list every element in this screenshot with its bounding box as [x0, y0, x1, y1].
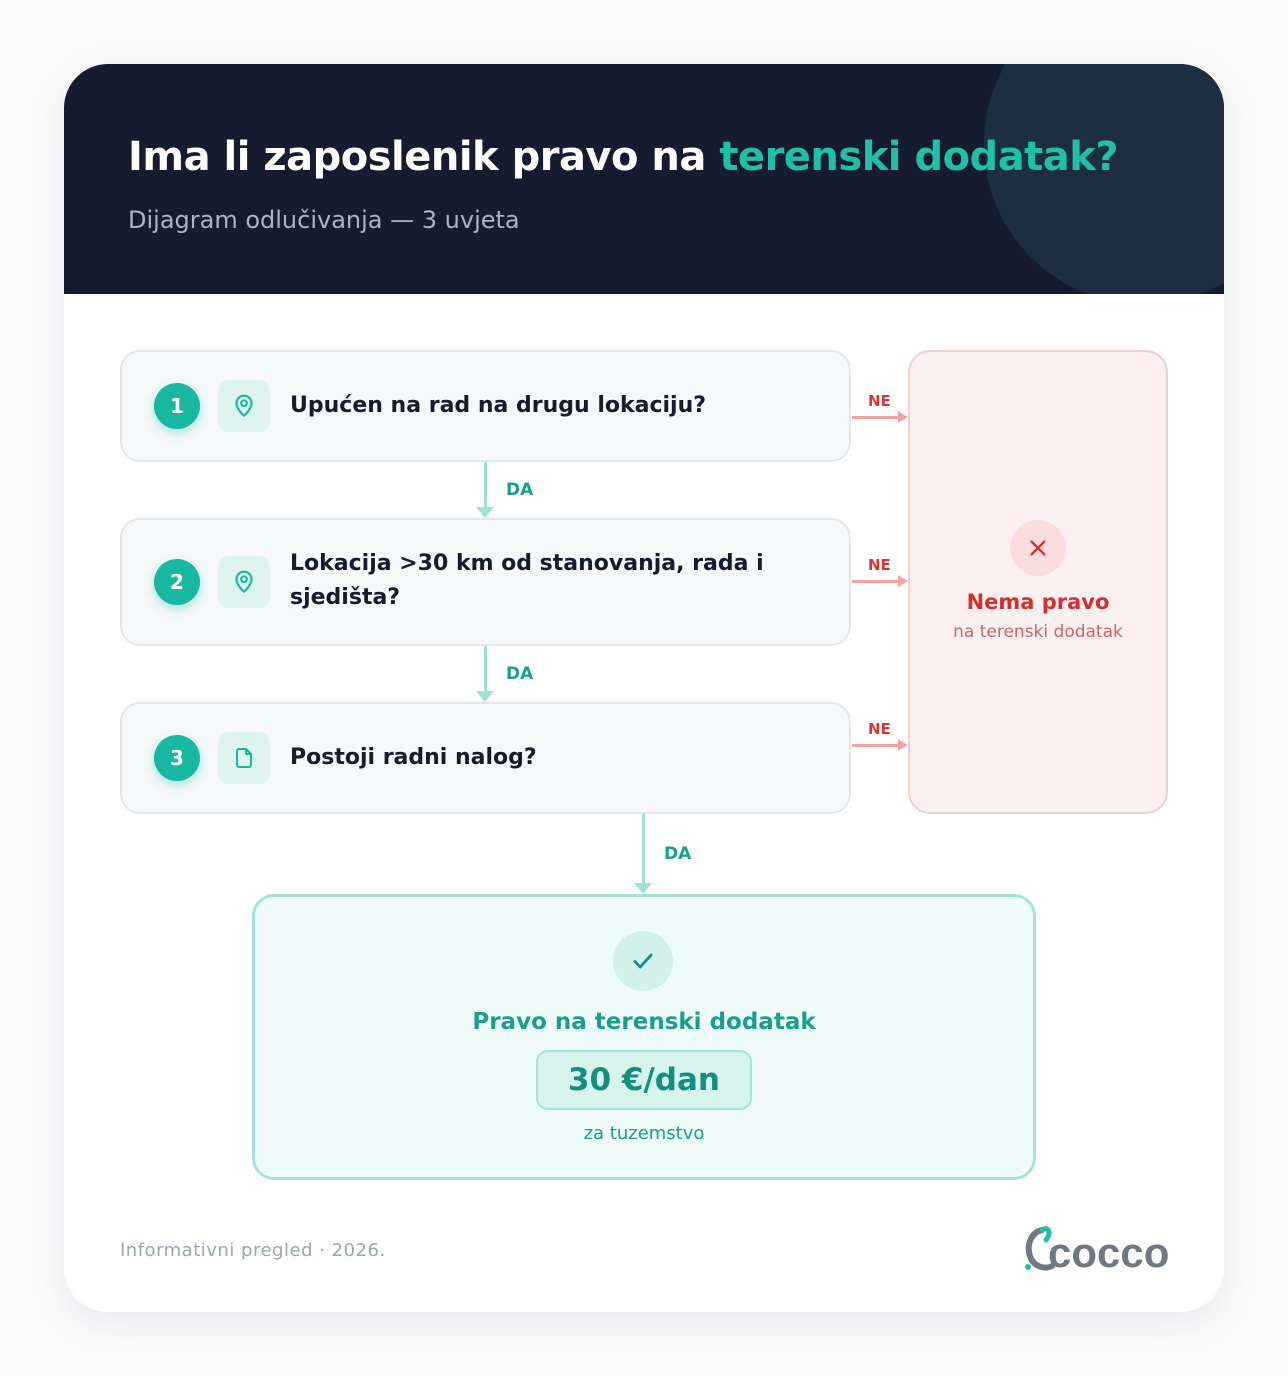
question-text-2: Lokacija >30 km od stanovanja, rada i sj…	[290, 551, 764, 610]
no-connector-3	[852, 744, 900, 747]
logo-text: cocco	[1048, 1229, 1169, 1276]
footer-note: Informativni pregled · 2026.	[120, 1240, 386, 1261]
allowance-amount-badge: 30 €/dan	[536, 1050, 752, 1110]
no-connector-2	[852, 580, 900, 583]
close-icon	[1010, 520, 1066, 576]
step-number-2: 2	[154, 559, 200, 605]
outcome-yes-box: Pravo na terenski dodatak 30 €/dan za tu…	[252, 894, 1036, 1180]
title-accent: terenski dodatak?	[719, 134, 1119, 180]
step-number-1: 1	[154, 383, 200, 429]
outcome-no-box: Nema pravo na terenski dodatak	[908, 350, 1168, 814]
yes-label-1: DA	[506, 480, 534, 500]
yes-arrowhead-3	[634, 883, 652, 894]
question-box-3: 3 Postoji radni nalog?	[120, 702, 851, 814]
no-arrowhead-1	[898, 411, 908, 423]
header: Ima li zaposlenik pravo na terenski doda…	[64, 64, 1224, 294]
no-label-1: NE	[868, 392, 891, 410]
question-box-2: 2 Lokacija >30 km od stanovanja, rada i …	[120, 518, 851, 646]
yes-arrowhead-1	[476, 507, 494, 518]
no-label-2: NE	[868, 556, 891, 574]
title-prefix: Ima li zaposlenik pravo na	[128, 134, 720, 180]
no-connector-1	[852, 416, 900, 419]
no-arrowhead-2	[898, 575, 908, 587]
question-text-3: Postoji radni nalog?	[290, 745, 537, 770]
outcome-yes-subtitle: za tuzemstvo	[583, 1123, 705, 1144]
location-pin-icon	[218, 380, 270, 432]
step-number-3: 3	[154, 735, 200, 781]
yes-label-3: DA	[664, 844, 692, 864]
page-title: Ima li zaposlenik pravo na terenski doda…	[128, 134, 1119, 180]
yes-label-2: DA	[506, 664, 534, 684]
yes-connector-2	[484, 646, 487, 692]
outcome-yes-title: Pravo na terenski dodatak	[472, 1009, 816, 1035]
cocco-logo: cocco	[1022, 1222, 1172, 1278]
question-box-1: 1 Upućen na rad na drugu lokaciju?	[120, 350, 851, 462]
infographic-card: Ima li zaposlenik pravo na terenski doda…	[64, 64, 1224, 1312]
document-icon	[218, 732, 270, 784]
yes-connector-3	[642, 814, 645, 884]
no-label-3: NE	[868, 720, 891, 738]
outcome-no-subtitle: na terenski dodatak	[953, 622, 1123, 642]
no-arrowhead-3	[898, 739, 908, 751]
yes-connector-1	[484, 462, 487, 508]
checkmark-icon	[613, 931, 673, 991]
location-pin-icon	[218, 556, 270, 608]
outcome-no-title: Nema pravo	[966, 590, 1110, 614]
question-text-1: Upućen na rad na drugu lokaciju?	[290, 393, 707, 418]
page-subtitle: Dijagram odlučivanja — 3 uvjeta	[128, 206, 520, 234]
yes-arrowhead-2	[476, 691, 494, 702]
